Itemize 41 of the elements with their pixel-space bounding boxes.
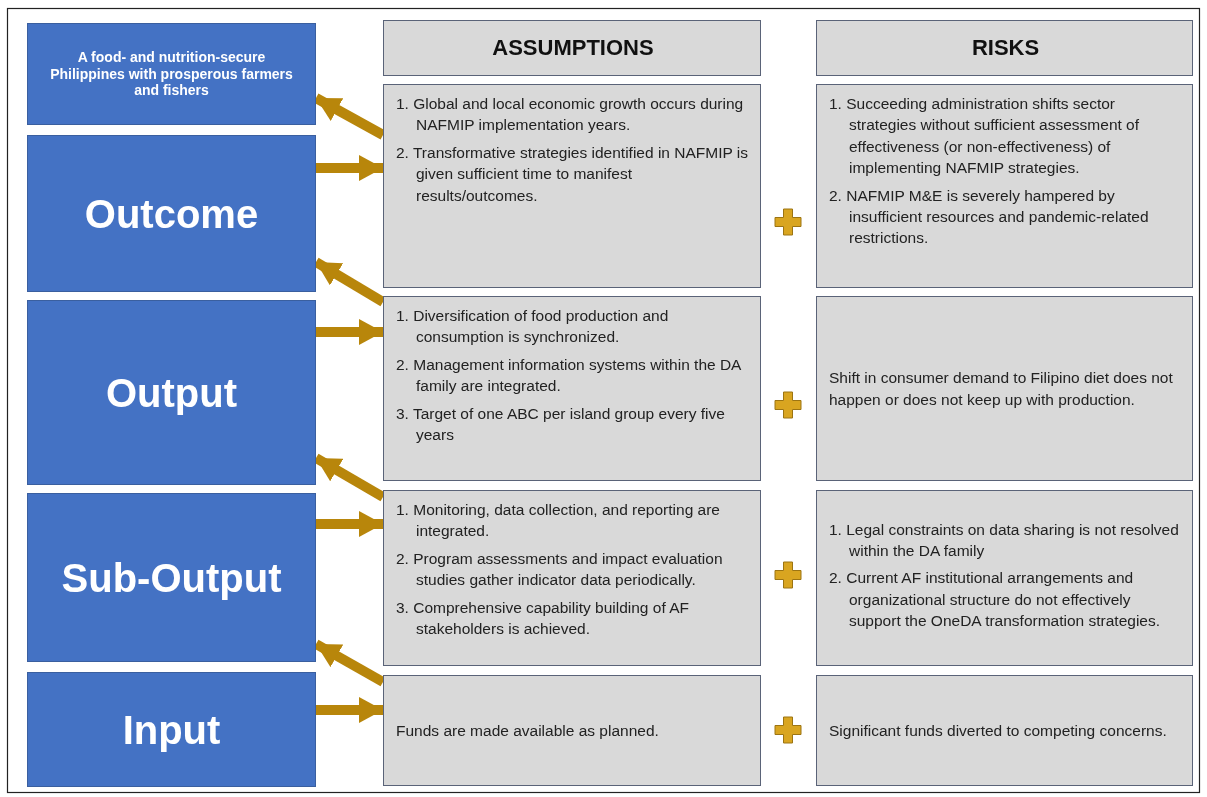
level-label: A food- and nutrition-secure Philippines with prosperous farmers and fishers bbox=[49, 48, 294, 100]
arrow bbox=[316, 155, 383, 181]
statement-box bbox=[383, 296, 761, 481]
arrow bbox=[316, 319, 383, 345]
level-box bbox=[27, 672, 316, 787]
list-item: 2. Transformative strategies identified in NAFMIP is given sufficient time to manifest results/outcomes. bbox=[396, 142, 750, 206]
statement-text: Shift in consumer demand to Filipino diet does not happen or does not keep up with production. bbox=[829, 368, 1174, 410]
statement-text: Funds are made available as planned. bbox=[396, 720, 660, 741]
level-label: Input bbox=[122, 707, 221, 752]
level-label: Sub-Output bbox=[61, 555, 282, 600]
list-item: 2. Program assessments and impact evaluation studies gather indicator data periodically. bbox=[396, 548, 724, 591]
list-item: 2. Current AF institutional arrangements and organizational structure do not effectively support the OneDA transformation strategies. bbox=[829, 568, 1162, 632]
level-box bbox=[27, 493, 316, 662]
level-label: Outcome bbox=[84, 191, 259, 236]
statement-box bbox=[383, 490, 761, 666]
level-box bbox=[27, 135, 316, 292]
statement-box bbox=[383, 675, 761, 786]
list-item: 1. Legal constraints on data sharing is not resolved within the DA family bbox=[829, 519, 1180, 561]
level-label: Output bbox=[105, 370, 238, 415]
statement-text: Significant funds diverted to competing concerns. bbox=[829, 720, 1168, 741]
statement-box bbox=[383, 84, 761, 288]
level-box bbox=[27, 23, 316, 125]
list-item: 3. Target of one ABC per island group every five years bbox=[396, 403, 726, 445]
list-item: 2. NAFMIP M&E is severely hampered by insufficient resources and pandemic-related restrictions. bbox=[829, 185, 1150, 249]
list-item: 2. Management information systems within the DA family are integrated. bbox=[396, 354, 742, 397]
header-label: RISKS bbox=[971, 35, 1040, 61]
statement-box bbox=[816, 490, 1193, 666]
statement-box bbox=[816, 675, 1193, 786]
list-item: 1. Monitoring, data collection, and reporting are integrated. bbox=[396, 500, 721, 542]
column-header bbox=[383, 20, 761, 76]
statement-box bbox=[816, 296, 1193, 481]
list-item: 1. Succeeding administration shifts sector strategies without sufficient assessment of effectiveness (or non-effectiveness) of implementing NAFMIP strategies. bbox=[829, 94, 1141, 179]
level-box bbox=[27, 300, 316, 485]
statement-box bbox=[816, 84, 1193, 288]
list-item: 1. Diversification of food production and consumption is synchronized. bbox=[396, 306, 670, 348]
list-item: 1. Global and local economic growth occurs during NAFMIP implementation years. bbox=[396, 94, 745, 136]
header-label: ASSUMPTIONS bbox=[492, 35, 654, 61]
list-item: 3. Comprehensive capability building of AF stakeholders is achieved. bbox=[396, 597, 690, 639]
arrow bbox=[316, 697, 383, 723]
column-header bbox=[816, 20, 1193, 76]
arrow bbox=[316, 511, 383, 537]
